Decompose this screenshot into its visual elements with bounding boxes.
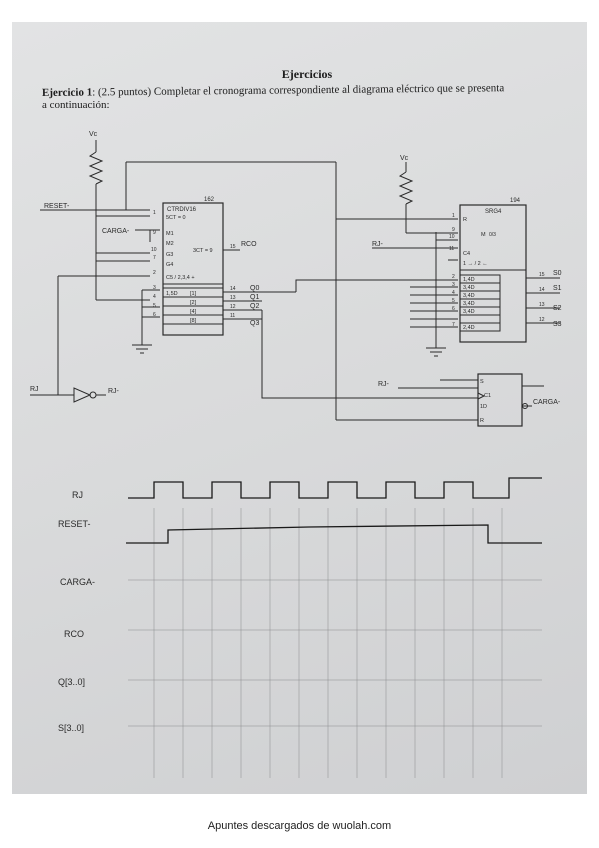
counter-output-q1: Q1 <box>250 294 259 301</box>
timing-grid <box>128 508 542 778</box>
register-m-range: 0/3 <box>489 232 496 238</box>
counter-pin-5: 5 <box>153 303 156 309</box>
register-pin-7: 7 <box>452 322 455 328</box>
counter-b4: [4] <box>190 309 197 315</box>
counter-c5: C5 / 2,3,4 + <box>166 275 195 281</box>
counter-pin-1: 1 <box>153 210 156 216</box>
register-shift: 1 → / 2 ← <box>463 261 488 267</box>
register-pin-15: 15 <box>539 272 545 278</box>
exercise-points: : (2.5 puntos) <box>92 86 151 99</box>
register-pin-3: 3 <box>452 282 455 288</box>
register-pin-1: 1 <box>452 213 455 219</box>
rj-waveform <box>128 477 542 499</box>
flipflop-c1: C1 <box>484 393 491 399</box>
counter-pin-6: 6 <box>153 312 156 318</box>
vcc-right-label: Vc <box>400 155 409 162</box>
reset-waveform <box>126 524 542 544</box>
register-d2: 2,4D <box>463 325 475 331</box>
register-r: R <box>463 217 467 223</box>
register-ref: 194 <box>510 198 521 204</box>
register-m: M <box>481 232 486 238</box>
exercise-text-1: Completar el cronograma correspondiente … <box>151 82 504 98</box>
counter-ref: 162 <box>204 197 215 203</box>
counter-pin-14: 14 <box>230 286 236 292</box>
counter-pin-3: 3 <box>153 285 156 291</box>
register-d3d: 3,4D <box>463 309 475 315</box>
signal-label-q: Q[3..0] <box>58 677 85 687</box>
rj-flipflop-label: RJ- <box>378 381 390 388</box>
counter-g3: G3 <box>166 252 173 258</box>
counter-ct15: 3CT = 9 <box>193 248 213 254</box>
counter-d1: 1,5D <box>166 291 178 297</box>
counter-name: CTRDIV16 <box>167 207 197 213</box>
counter-output-q3: Q3 <box>250 320 259 327</box>
register-pin-10: 10 <box>449 234 455 240</box>
counter-g4: G4 <box>166 262 173 268</box>
page-heading: Ejercicios <box>282 67 333 81</box>
exercise-statement: Ejercicio 1: (2.5 puntos) Completar el c… <box>42 82 504 99</box>
counter-pin-13: 13 <box>230 295 236 301</box>
signal-label-rco: RCO <box>64 629 84 639</box>
counter-pin-7: 7 <box>153 255 156 261</box>
register-pin-4: 4 <box>452 290 455 296</box>
register-pin-11: 11 <box>449 246 454 252</box>
register-d3b: 3,4D <box>463 293 475 299</box>
register-output-s2: S2 <box>553 305 562 312</box>
register-output-s3: S3 <box>553 321 562 328</box>
register-d3a: 3,4D <box>463 285 475 291</box>
counter-m1: M1 <box>166 231 174 237</box>
register-pin-9: 9 <box>452 227 455 233</box>
counter-output-q0: Q0 <box>250 285 259 292</box>
reset-input-label: RESET- <box>44 203 70 210</box>
rj-input-label: RJ <box>30 386 39 393</box>
counter-pin-10: 10 <box>151 247 157 253</box>
circuit-diagram <box>30 140 560 427</box>
rj-inverted-label: RJ- <box>108 388 120 395</box>
counter-ct0: 5CT = 0 <box>166 215 186 221</box>
signal-label-carga: CARGA- <box>60 577 95 587</box>
flipflop-r: R <box>480 418 484 424</box>
signal-label-s: S[3..0] <box>58 723 84 733</box>
flipflop-d: 1D <box>480 404 487 410</box>
register-pin-14: 14 <box>539 287 545 293</box>
counter-m2: M2 <box>166 241 174 247</box>
counter-b1: [1] <box>190 291 197 297</box>
register-d1: 1,4D <box>463 277 475 283</box>
counter-pin-15: 15 <box>230 244 236 250</box>
counter-pin-2: 2 <box>153 270 156 276</box>
exercise-label: Ejercicio 1 <box>42 86 92 99</box>
rj-register-label: RJ- <box>372 241 384 248</box>
register-pin-13: 13 <box>539 302 545 308</box>
register-name: SRG4 <box>485 209 502 215</box>
signal-label-rj: RJ <box>72 490 83 500</box>
register-d3c: 3,4D <box>463 301 475 307</box>
exercise-page: Ejercicios Ejercicio 1: (2.5 puntos) Com… <box>30 67 562 778</box>
counter-output-q2: Q2 <box>250 303 259 310</box>
flipflop-s: S <box>480 379 484 385</box>
counter-b8: [8] <box>190 318 197 324</box>
register-output-s0: S0 <box>553 270 562 277</box>
register-output-s1: S1 <box>553 285 562 292</box>
register-pin-5: 5 <box>452 298 455 304</box>
carga-output-label: CARGA- <box>533 399 561 406</box>
register-pin-12: 12 <box>539 317 545 323</box>
signal-label-reset: RESET- <box>58 519 91 529</box>
register-pin-2: 2 <box>452 274 455 280</box>
photographed-page: Ejercicios Ejercicio 1: (2.5 puntos) Com… <box>12 22 587 794</box>
counter-b2: [2] <box>190 300 197 306</box>
counter-pin-9: 9 <box>153 230 156 236</box>
counter-pin-11: 11 <box>230 313 235 319</box>
counter-pin-12: 12 <box>230 304 236 310</box>
carga-input-label: CARGA- <box>102 228 130 235</box>
exercise-text-2: a continuación: <box>42 99 110 111</box>
rco-output-label: RCO <box>241 241 257 248</box>
timing-diagram: RJ RESET- CARGA- RCO Q[3..0] S[3..0] <box>58 477 542 778</box>
register-pin-6: 6 <box>452 306 455 312</box>
counter-pin-4: 4 <box>153 294 156 300</box>
vcc-left-label: Vc <box>89 131 98 138</box>
register-c4: C4 <box>463 251 470 257</box>
footer-credit: Apuntes descargados de wuolah.com <box>207 820 392 832</box>
